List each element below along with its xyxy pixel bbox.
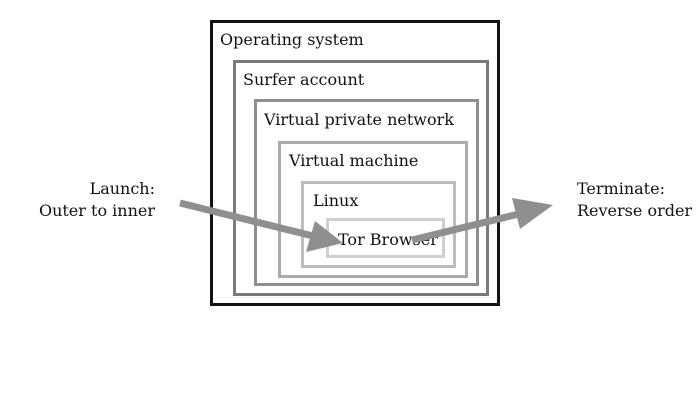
linux-box (301, 181, 456, 268)
os-box (210, 20, 500, 306)
surfer-account-box (233, 60, 489, 296)
virtual-machine-box (278, 141, 468, 278)
terminate-annotation: Terminate: Reverse order (577, 178, 692, 222)
launch-arrow (179, 199, 343, 252)
terminate-arrow (411, 198, 553, 244)
launch-title: Launch: (89, 179, 155, 198)
vpn-label: Virtual private network (264, 110, 454, 129)
tor-browser-label: Tor Browser (338, 230, 438, 249)
vpn-box (254, 99, 479, 286)
launch-subtitle: Outer to inner (38, 201, 155, 220)
os-label: Operating system (220, 30, 364, 49)
launch-annotation: Launch: Outer to inner (39, 178, 155, 222)
surfer-account-label: Surfer account (243, 70, 365, 89)
terminate-subtitle: Reverse order (577, 201, 693, 220)
linux-label: Linux (313, 191, 359, 210)
virtual-machine-label: Virtual machine (289, 151, 419, 170)
terminate-title: Terminate: (577, 179, 665, 198)
